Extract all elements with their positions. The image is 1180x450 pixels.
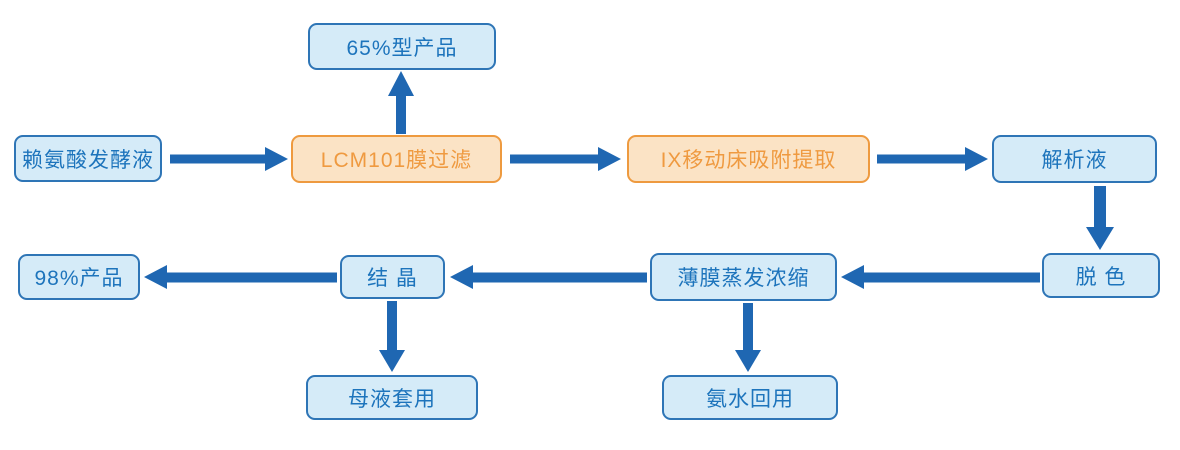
node-crystallization: 结 晶 (340, 255, 445, 299)
node-product-65: 65%型产品 (308, 23, 496, 70)
arrow-broth-to-membrane (170, 147, 288, 171)
arrow-membrane-to-ix (510, 147, 621, 171)
node-decolorization: 脱 色 (1042, 253, 1160, 298)
node-product-98: 98%产品 (18, 254, 140, 300)
node-lysine-fermentation-broth: 赖氨酸发酵液 (14, 135, 162, 182)
node-desorption-liquid: 解析液 (992, 135, 1157, 183)
arrow-evaporation-to-crystal (450, 265, 647, 289)
arrow-decolor-to-evaporation (841, 265, 1040, 289)
arrow-crystal-to-motherliquor (379, 301, 405, 372)
arrow-membrane-to-product65 (388, 71, 414, 134)
arrow-desorption-to-decolor (1086, 186, 1114, 250)
arrow-evaporation-to-ammonia (735, 303, 761, 372)
node-thin-film-evaporation: 薄膜蒸发浓缩 (650, 253, 837, 301)
arrow-crystal-to-product98 (144, 265, 337, 289)
arrow-ix-to-desorption (877, 147, 988, 171)
node-ammonia-water-reuse: 氨水回用 (662, 375, 838, 420)
node-ix-moving-bed-adsorption: IX移动床吸附提取 (627, 135, 870, 183)
node-mother-liquor-reuse: 母液套用 (306, 375, 478, 420)
node-lcm101-membrane-filtration: LCM101膜过滤 (291, 135, 502, 183)
